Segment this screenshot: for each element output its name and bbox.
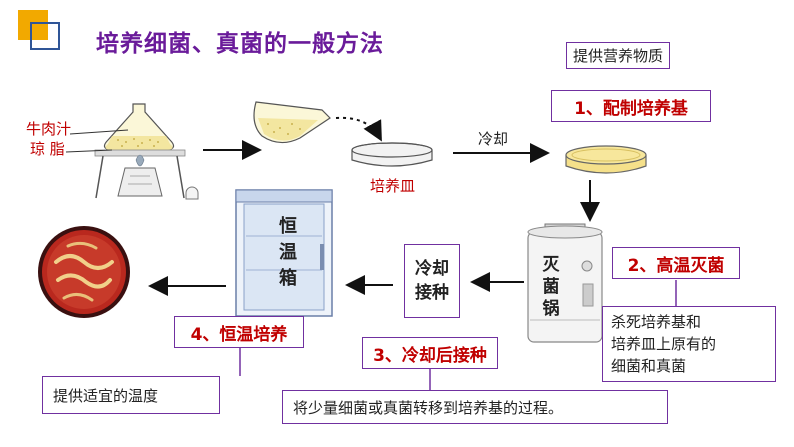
inoculate-box: 冷却 接种 [404, 244, 460, 318]
empty-petri-dish [351, 142, 433, 167]
inoculate-line2: 接种 [415, 283, 449, 303]
pouring-flask [253, 101, 331, 144]
step3-label: 3、冷却后接种 [362, 337, 498, 369]
filled-petri-dish [565, 145, 647, 174]
decor-square-orange [18, 10, 48, 40]
label-cooling: 冷却 [478, 130, 509, 148]
label-petri-dish: 培养皿 [370, 177, 416, 195]
label-agar: 琼 脂 [30, 140, 65, 158]
inoculate-line1: 冷却 [415, 259, 449, 279]
note-sterilize-line3: 细菌和真菌 [611, 357, 687, 375]
step4-label: 4、恒温培养 [174, 316, 304, 348]
note-sterilize-line1: 杀死培养基和 [611, 313, 702, 331]
flask-on-tripod [65, 103, 199, 200]
step1-label: 1、配制培养基 [551, 90, 711, 122]
note-provide-temperature: 提供适宜的温度 [42, 376, 220, 414]
incubator [235, 189, 333, 317]
decor-square-outline [30, 22, 60, 50]
note-sterilize-line2: 培养皿上原有的 [611, 335, 717, 353]
note-inoculation-definition: 将少量细菌或真菌转移到培养基的过程。 [282, 390, 668, 424]
colony-petri-dish [38, 226, 130, 318]
note-provide-nutrients: 提供营养物质 [566, 42, 671, 69]
autoclave [527, 223, 603, 343]
incubator-label: 恒 温 箱 [279, 216, 297, 289]
label-beef-broth: 牛肉汁 [26, 120, 72, 138]
note-sterilize: 杀死培养基和 培养皿上原有的 细菌和真菌 [602, 306, 776, 382]
page-title: 培养细菌、真菌的一般方法 [96, 31, 384, 57]
step2-label: 2、高温灭菌 [612, 247, 740, 279]
sterilizer-label: 灭 菌 锅 [542, 255, 560, 319]
